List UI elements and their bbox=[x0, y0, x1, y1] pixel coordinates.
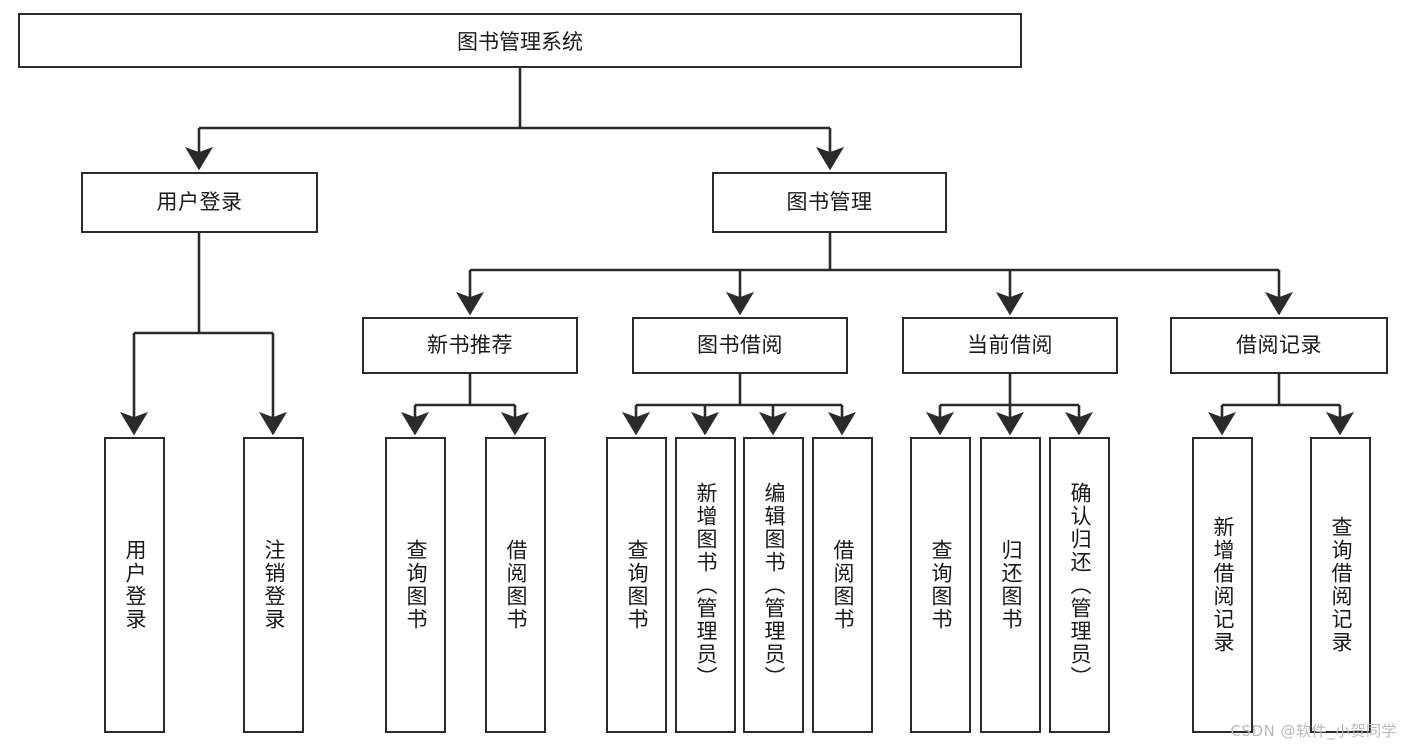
leaf-current-borrow-confirm-return-admin[interactable]: 确认归还（管理员） bbox=[1049, 437, 1110, 733]
leaf-label: 借阅图书 bbox=[830, 539, 855, 631]
leaf-label: 用户登录 bbox=[122, 539, 147, 631]
leaf-label: 查询借阅记录 bbox=[1328, 516, 1353, 654]
node-new-book-recommend[interactable]: 新书推荐 bbox=[362, 317, 578, 374]
leaf-label: 确认归还（管理员） bbox=[1067, 481, 1092, 689]
leaf-user-login-logout[interactable]: 注销登录 bbox=[243, 437, 304, 733]
leaf-borrow-record-add-record[interactable]: 新增借阅记录 bbox=[1192, 437, 1253, 733]
leaf-label: 查询图书 bbox=[928, 539, 953, 631]
leaf-label: 注销登录 bbox=[261, 539, 286, 631]
leaf-label: 借阅图书 bbox=[503, 539, 528, 631]
node-new-book-recommend-label: 新书推荐 bbox=[427, 332, 513, 357]
leaf-label: 查询图书 bbox=[403, 539, 428, 631]
leaf-new-book-borrow-book[interactable]: 借阅图书 bbox=[485, 437, 546, 733]
leaf-label: 查询图书 bbox=[624, 539, 649, 631]
node-current-borrow[interactable]: 当前借阅 bbox=[902, 317, 1118, 374]
leaf-label: 编辑图书（管理员） bbox=[761, 481, 786, 689]
node-borrow-record-label: 借阅记录 bbox=[1236, 332, 1322, 357]
leaf-book-borrow-query-book[interactable]: 查询图书 bbox=[606, 437, 667, 733]
node-book-management[interactable]: 图书管理 bbox=[712, 172, 947, 233]
leaf-label: 新增图书（管理员） bbox=[693, 481, 718, 689]
leaf-current-borrow-return-book[interactable]: 归还图书 bbox=[980, 437, 1041, 733]
node-user-login[interactable]: 用户登录 bbox=[81, 172, 318, 233]
leaf-new-book-query-book[interactable]: 查询图书 bbox=[385, 437, 446, 733]
leaf-book-borrow-borrow-book[interactable]: 借阅图书 bbox=[812, 437, 873, 733]
leaf-borrow-record-query-record[interactable]: 查询借阅记录 bbox=[1310, 437, 1371, 733]
node-user-login-label: 用户登录 bbox=[156, 189, 243, 214]
leaf-current-borrow-query-book[interactable]: 查询图书 bbox=[910, 437, 971, 733]
node-book-borrow-label: 图书借阅 bbox=[697, 332, 783, 357]
node-root-label: 图书管理系统 bbox=[457, 29, 583, 54]
node-book-borrow[interactable]: 图书借阅 bbox=[632, 317, 848, 374]
node-borrow-record[interactable]: 借阅记录 bbox=[1170, 317, 1388, 374]
node-current-borrow-label: 当前借阅 bbox=[967, 332, 1053, 357]
leaf-book-borrow-edit-book-admin[interactable]: 编辑图书（管理员） bbox=[743, 437, 804, 733]
leaf-label: 新增借阅记录 bbox=[1210, 516, 1235, 654]
leaf-book-borrow-add-book-admin[interactable]: 新增图书（管理员） bbox=[675, 437, 736, 733]
node-root-book-management-system[interactable]: 图书管理系统 bbox=[18, 13, 1022, 68]
leaf-label: 归还图书 bbox=[998, 539, 1023, 631]
leaf-user-login-login[interactable]: 用户登录 bbox=[104, 437, 165, 733]
node-book-management-label: 图书管理 bbox=[786, 189, 873, 214]
